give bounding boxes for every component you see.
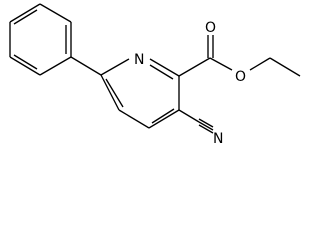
bond: [198, 121, 214, 131]
bond: [105, 78, 124, 108]
nitrile-nitrogen-label: N: [213, 131, 223, 147]
bond: [151, 108, 175, 124]
bond: [100, 74, 120, 111]
ester-oxygen-label: O: [235, 69, 246, 85]
bond: [178, 57, 211, 77]
phenyl-ring: [9, 3, 72, 76]
molecule-structure: N O O N: [9, 3, 301, 147]
bond: [13, 9, 38, 25]
bond: [118, 109, 150, 129]
bond: [149, 58, 180, 77]
structure-canvas: N O O N: [9, 3, 301, 147]
bond: [100, 58, 130, 76]
bond: [149, 64, 174, 80]
bond: [9, 3, 41, 23]
bond: [39, 3, 72, 23]
bond: [13, 54, 38, 70]
bond: [249, 57, 271, 71]
bond: [39, 56, 72, 76]
bond: [198, 124, 214, 134]
bond: [178, 109, 200, 123]
nitrile-group: [178, 109, 214, 134]
carbonyl-oxygen-label: O: [205, 20, 216, 36]
ester-group: [178, 35, 301, 77]
bond: [269, 57, 301, 77]
bond: [209, 57, 233, 71]
ring-nitrogen-label: N: [134, 52, 144, 68]
pyridine-ring: [100, 58, 180, 129]
bond: [198, 118, 214, 128]
bond: [148, 109, 180, 129]
bond: [70, 56, 102, 76]
bond: [9, 56, 41, 76]
